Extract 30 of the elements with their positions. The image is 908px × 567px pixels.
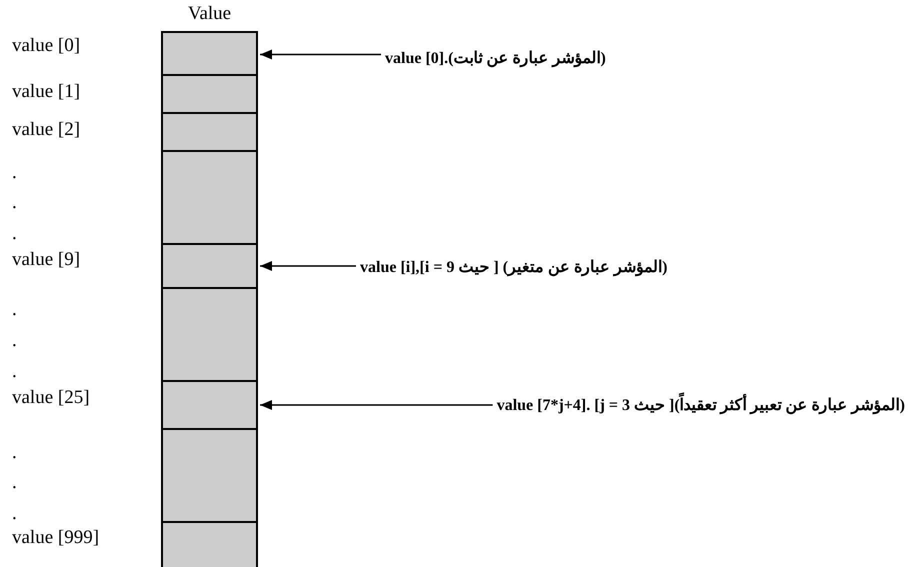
column-heading: Value xyxy=(186,2,232,26)
index-label: value [0] xyxy=(12,35,80,57)
index-label: value [9] xyxy=(12,249,80,271)
index-label: . xyxy=(12,192,17,214)
array-cell xyxy=(161,150,258,245)
index-label: . xyxy=(12,361,17,383)
annotation-text: (المؤشر عبارة عن تعبير أكثر تعقيداً)[ حيث value [7*j+4]. [j = 3 xyxy=(496,395,905,417)
array-cell xyxy=(161,74,258,114)
index-label: value [2] xyxy=(12,119,80,141)
array-cell xyxy=(161,428,258,523)
index-label: . xyxy=(12,223,17,245)
arrow xyxy=(260,400,493,410)
arrow xyxy=(260,261,356,271)
annotation-text: (المؤشر عبارة عن متغير) [ حيث value [i],[i = 9 xyxy=(360,257,668,279)
index-label: value [999] xyxy=(12,527,100,549)
array-cell xyxy=(161,521,258,567)
array-cell xyxy=(161,243,258,289)
index-label: value [25] xyxy=(12,387,90,409)
index-label: value [1] xyxy=(12,81,80,103)
index-label: . xyxy=(12,162,17,184)
index-label: . xyxy=(12,442,17,464)
index-label: . xyxy=(12,299,17,321)
array-cell xyxy=(161,380,258,430)
array-cell xyxy=(161,287,258,382)
index-label: . xyxy=(12,503,17,525)
index-label: . xyxy=(12,330,17,352)
annotation-text: (المؤشر عبارة عن ثابت).value [0] xyxy=(385,48,606,70)
index-label: . xyxy=(12,472,17,494)
arrow xyxy=(260,50,381,60)
array-cell xyxy=(161,112,258,152)
